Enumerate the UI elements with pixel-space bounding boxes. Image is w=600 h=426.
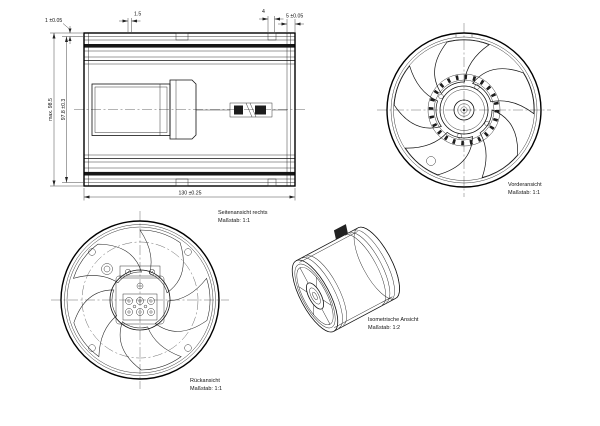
dim-edge-width: 1 ±0.05 bbox=[45, 18, 62, 24]
iso-caption-title: Isometrische Ansicht bbox=[368, 317, 419, 323]
front-rim-notch bbox=[455, 33, 473, 37]
iso-front-rim bbox=[291, 259, 339, 333]
rear-caption-title: Rückansicht bbox=[190, 378, 220, 384]
rear-mount-plate bbox=[115, 275, 165, 325]
iso-body-top-edge bbox=[296, 227, 359, 262]
front-hub bbox=[439, 85, 489, 135]
front-hub-step bbox=[443, 89, 485, 131]
iso-front-wall bbox=[294, 263, 336, 329]
dim-notch-width: 4 bbox=[262, 9, 265, 15]
rear-bolt-circle bbox=[81, 241, 199, 359]
side-caption-scale: Maßstab: 1:1 bbox=[218, 218, 250, 224]
rear-terminal-block bbox=[122, 293, 158, 321]
side-tabs bbox=[175, 32, 277, 187]
iso-hub bbox=[305, 282, 325, 310]
side-outline bbox=[83, 32, 296, 187]
front-blade-root-ring bbox=[428, 74, 500, 146]
rear-cable-gland-bore bbox=[103, 265, 111, 273]
rear-terminal-pins bbox=[125, 297, 155, 316]
dim-overall-width: 130 ±0.25 bbox=[178, 191, 201, 197]
iso-view bbox=[291, 224, 400, 333]
rear-view bbox=[51, 211, 229, 389]
rear-inner-ring bbox=[64, 224, 216, 376]
front-hub-ring-inner bbox=[433, 79, 495, 141]
front-wall-ring bbox=[393, 39, 535, 181]
iso-terminal-box bbox=[333, 224, 348, 240]
rear-top-box bbox=[119, 265, 161, 279]
front-outer-ring bbox=[386, 32, 542, 188]
front-center-dot bbox=[462, 108, 466, 112]
side-motor bbox=[91, 79, 197, 140]
front-impeller-blades bbox=[380, 23, 546, 183]
front-view bbox=[377, 23, 551, 197]
iso-rear-rim bbox=[357, 226, 400, 299]
dim-rib-width: 1.5 bbox=[134, 12, 141, 18]
rear-wall-ring bbox=[66, 226, 214, 374]
iso-front-wall-2 bbox=[296, 267, 334, 325]
rear-motor-boss bbox=[109, 269, 171, 331]
side-casing-lines bbox=[84, 33, 295, 186]
side-casing-bands bbox=[84, 44, 295, 176]
front-drain-hole bbox=[426, 156, 436, 166]
dim-flange-width: 5 ±0.05 bbox=[286, 14, 303, 20]
front-hub-screws bbox=[438, 84, 490, 139]
side-caption-title: Seitenansicht rechts bbox=[218, 210, 268, 216]
iso-guard-spokes bbox=[298, 267, 332, 325]
rear-impeller-blades bbox=[65, 220, 227, 385]
side-cable-assembly bbox=[196, 102, 287, 118]
front-inner-ring bbox=[390, 36, 538, 184]
side-view: 130 ±0.25 max. 98.5 97.8 ±0.3 1 ±0.05 bbox=[45, 9, 305, 224]
iso-hub-step bbox=[309, 287, 321, 305]
front-hub-ring-outer bbox=[427, 73, 501, 147]
iso-caption-scale: Maßstab: 1:2 bbox=[368, 325, 400, 331]
rear-cable-gland bbox=[101, 263, 113, 275]
iso-body-bottom-edge bbox=[333, 298, 396, 332]
iso-body-ribs bbox=[299, 229, 395, 329]
dim-body-height: 97.8 ±0.3 bbox=[61, 99, 67, 121]
front-caption-scale: Maßstab: 1:1 bbox=[508, 190, 540, 196]
rear-screws bbox=[124, 268, 156, 276]
rear-center-screw bbox=[136, 282, 144, 290]
side-caption: Seitenansicht rechts Maßstab: 1:1 bbox=[218, 210, 268, 224]
rear-caption-scale: Maßstab: 1:1 bbox=[190, 386, 222, 392]
front-caption-title: Vorderansicht bbox=[508, 182, 542, 188]
front-caption: Vorderansicht Maßstab: 1:1 bbox=[508, 182, 542, 196]
front-bearing-cap bbox=[453, 99, 475, 121]
iso-caption: Isometrische Ansicht Maßstab: 1:2 bbox=[368, 317, 419, 331]
side-dimensions: 130 ±0.25 max. 98.5 97.8 ±0.3 1 ±0.05 bbox=[45, 9, 304, 201]
rear-outer-ring bbox=[60, 220, 220, 380]
iso-hub-center bbox=[312, 291, 318, 301]
rear-mount-holes bbox=[88, 248, 192, 352]
front-bearing-ring bbox=[457, 103, 471, 117]
rear-caption: Rückansicht Maßstab: 1:1 bbox=[190, 378, 222, 392]
front-shaft bbox=[460, 106, 468, 114]
dim-overall-height: max. 98.5 bbox=[48, 98, 54, 121]
